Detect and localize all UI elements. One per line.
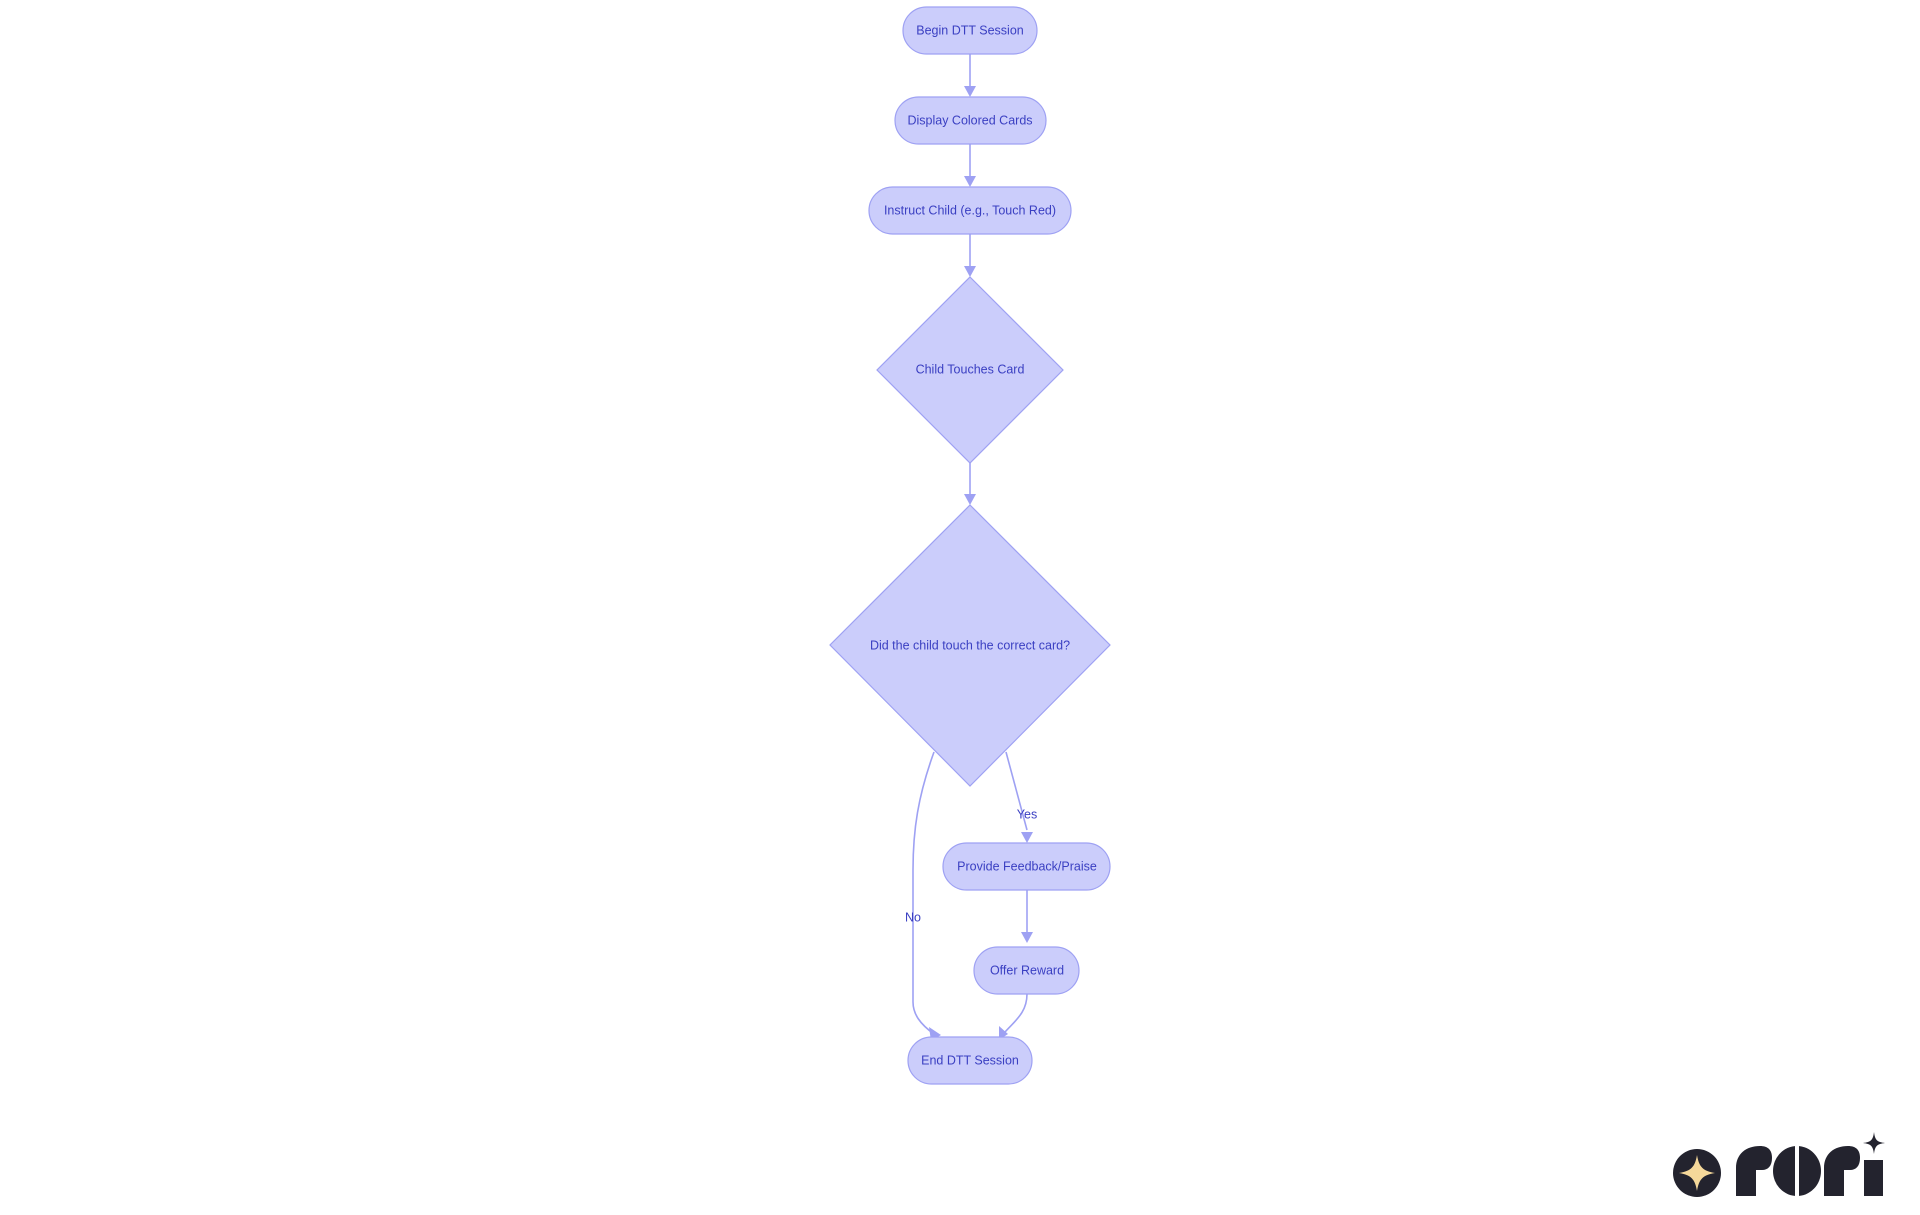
logo-letter-o-gap [1795,1146,1799,1196]
node-instruct-shape [868,186,1072,235]
rori-logo [1673,1132,1885,1197]
node-display-label: Display Colored Cards [907,113,1032,127]
node-instruct-label: Instruct Child (e.g., Touch Red) [884,203,1056,217]
node-display: Display Colored Cards [894,96,1047,145]
edge-decision-yes [1005,751,1028,831]
node-feedback-shape [942,842,1111,891]
arrowhead-display [964,86,976,97]
logo-sparkle-icon [1679,1155,1715,1191]
node-decision-label: Did the child touch the correct card? [870,638,1070,652]
node-begin-label: Begin DTT Session [916,23,1024,37]
arrowhead-decision [964,494,976,505]
logo-letter-r1 [1736,1146,1772,1196]
node-decision-diamond [829,504,1111,787]
arrowhead-feedback [1021,832,1033,843]
node-touches-label: Child Touches Card [916,362,1025,376]
edge-decision-no [912,751,935,1035]
edge-label-no: No [905,910,921,924]
node-display-shape [894,96,1047,145]
node-instruct: Instruct Child (e.g., Touch Red) [868,186,1072,235]
node-decision: Did the child touch the correct card? [829,504,1111,787]
node-begin: Begin DTT Session [902,6,1038,55]
node-reward: Offer Reward [973,946,1080,995]
logo-star-icon [1863,1132,1885,1154]
node-reward-label: Offer Reward [990,963,1064,977]
node-touches: Child Touches Card [876,276,1064,464]
node-end-shape [907,1036,1033,1085]
node-begin-shape [902,6,1038,55]
node-touches-diamond [876,276,1064,464]
node-end: End DTT Session [907,1036,1033,1085]
logo-letter-r2 [1824,1146,1860,1196]
node-feedback: Provide Feedback/Praise [942,842,1111,891]
arrowhead-touches [964,266,976,277]
node-reward-shape [973,946,1080,995]
arrowhead-instruct [964,176,976,187]
edge-label-yes: Yes [1017,807,1037,821]
logo-letter-i [1864,1160,1883,1196]
node-feedback-label: Provide Feedback/Praise [957,859,1097,873]
arrowhead-reward [1021,932,1033,943]
node-end-label: End DTT Session [921,1053,1019,1067]
edge-reward-to-end [1004,993,1028,1033]
